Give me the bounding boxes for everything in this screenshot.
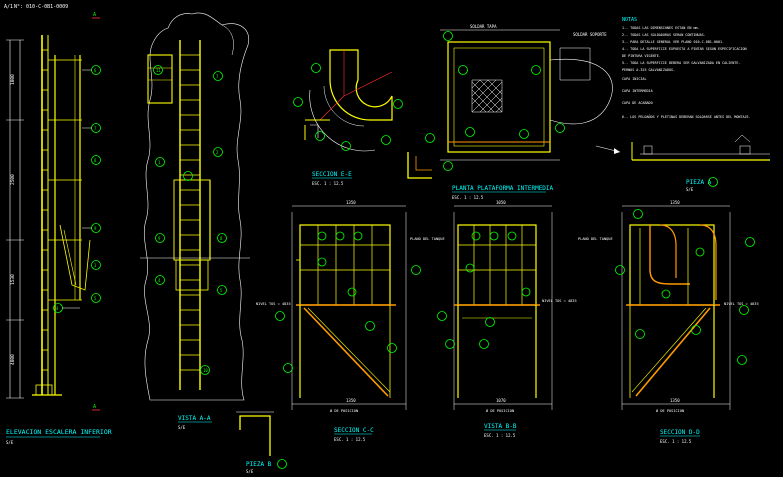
seccion-ee-title: SECCION E-E — [312, 171, 352, 178]
bb-dim-top: 1050 — [496, 200, 506, 205]
callout-e7: 5 — [94, 296, 97, 301]
pieza-a-detail: PIEZA A S/E — [595, 134, 770, 192]
vista-bb-view: 1050 NIVEL TOS = 4835 1070 Ø DE POSICION… — [437, 200, 577, 438]
seccion-dd-view: 1350 PLANO DEL TANQUE NIVEL TOS = 4835 1… — [578, 200, 759, 444]
planta-label-soporte: SOLDAR SOPORTE — [573, 32, 607, 37]
notes-block: NOTAS 1.- TODAS LAS DIMENSIONES ESTAN EN… — [622, 17, 751, 119]
section-marker-a-bottom: A — [93, 404, 96, 410]
seccion-ee-scale: ESC. 1 : 12.5 — [312, 181, 344, 186]
callout-e3: 8 — [94, 158, 97, 163]
note-line-5: DE PINTURA VIGENTE. — [622, 54, 661, 58]
callout-a9: 10 — [203, 368, 208, 373]
callout-a2: 7 — [216, 74, 219, 79]
callout-e1: 6 — [94, 68, 97, 73]
note-line-10: CAPA DE ACABADO — [622, 101, 653, 105]
cc-label-left: NIVEL TOS = 4835 — [256, 302, 291, 306]
sheet-ref: A/1 — [4, 4, 13, 10]
note-line-1: 1.- TODAS LAS DIMENSIONES ESTAN EN mm. — [622, 26, 700, 30]
drawing-id: N°: 010-C-0B1-0009 — [14, 4, 68, 10]
pieza-b-title: PIEZA B — [246, 461, 272, 468]
vista-bb-scale: ESC. 1 : 12.5 — [484, 433, 516, 438]
note-line-3: 3.- PARA DETALLE GENERAL VER PLANO 010-C… — [622, 40, 724, 44]
vista-bb-title: VISTA B-B — [484, 423, 517, 430]
elev-dim-2: 2500 — [10, 174, 16, 185]
elev-dim-1: 1000 — [10, 74, 16, 85]
elevation-title: ELEVACION ESCALERA INFERIOR — [6, 428, 112, 436]
note-line-2: 2.- TODAS LAS SOLDADURAS SERAN CONTINUAS… — [622, 33, 706, 37]
note-line-8: CAPA INICIAL — [622, 77, 647, 81]
note-line-11: 6.- LOS PELDAÑOS Y PLETINAS DEBERAN SOLD… — [622, 114, 751, 119]
dd-dim-bottom: 1350 — [670, 398, 680, 403]
cc-label-right: PLANO DEL TANQUE — [410, 237, 445, 241]
vista-aa-view: 11 7 1 2 9 8 4 5 10 VISTA A-A S/E — [140, 12, 250, 430]
note-line-7: PERNOS A-325 GALVANIZADOS. — [622, 68, 675, 72]
planta-title: PLANTA PLATAFORMA INTERMEDIA — [452, 185, 554, 192]
seccion-ee-view: SECCION E-E ESC. 1 : 12.5 — [293, 49, 403, 186]
callout-e6: 4 — [56, 306, 59, 311]
callout-a8: 5 — [220, 288, 223, 293]
dd-dim-top: 1350 — [670, 200, 680, 205]
cc-dim-bottom: 1350 — [346, 398, 356, 403]
pieza-b-detail: PIEZA B S/E — [236, 411, 287, 474]
vista-aa-title: VISTA A-A — [178, 415, 211, 422]
dd-label-bottom: Ø DE POSICION — [656, 408, 684, 413]
callout-a6: 8 — [220, 236, 223, 241]
bb-label-bottom: Ø DE POSICION — [486, 408, 514, 413]
cc-label-bottom: Ø DE POSICION — [330, 408, 358, 413]
callout-a7: 4 — [158, 278, 161, 283]
bb-dim-bottom: 1070 — [496, 398, 506, 403]
seccion-cc-scale: ESC. 1 : 12.5 — [334, 437, 366, 442]
callout-e5: 3 — [94, 263, 97, 268]
seccion-dd-title: SECCION D-D — [660, 429, 700, 436]
dd-label-left: PLANO DEL TANQUE — [578, 237, 613, 241]
drawing-header: A/1 N°: 010-C-0B1-0009 — [4, 4, 68, 10]
notes-heading: NOTAS — [622, 17, 637, 23]
pieza-b-scale: S/E — [246, 469, 254, 474]
dd-label-right: NIVEL TOS = 4835 — [724, 302, 759, 306]
callout-e2: 7 — [94, 126, 97, 131]
elev-dim-3: 1530 — [10, 274, 16, 285]
elevation-view: 1000 2500 1530 4000 — [6, 12, 112, 445]
bb-label-right: NIVEL TOS = 4835 — [542, 299, 577, 303]
planta-view: SOLDAR TAPA SOLDAR SOPORTE PLANTA PLATAF… — [407, 24, 613, 200]
callout-a3: 1 — [158, 160, 161, 165]
section-marker-a-top: A — [93, 12, 96, 18]
elevation-scale: S/E — [6, 440, 14, 445]
pieza-a-title: PIEZA A — [686, 179, 712, 186]
callout-a4: 2 — [216, 150, 219, 155]
note-line-4: 4.- TODA LA SUPERFICIE EXPUESTA A PINTAR… — [622, 47, 747, 51]
planta-scale: ESC. 1 : 12.5 — [452, 195, 484, 200]
planta-label-soldar: SOLDAR TAPA — [470, 24, 497, 29]
seccion-cc-view: 1350 NIVEL TOS = 4835 PLANO DEL TANQUE 1… — [256, 200, 445, 442]
cc-dim-top: 1350 — [346, 200, 356, 205]
callout-a1: 11 — [156, 68, 161, 73]
pieza-a-scale: S/E — [686, 187, 694, 192]
seccion-dd-scale: ESC. 1 : 12.5 — [660, 439, 692, 444]
elev-dim-4: 4000 — [10, 354, 16, 365]
callout-a5: 9 — [158, 236, 161, 241]
note-line-6: 5.- TODA LA SUPERFICIE DEBERA SER GALVAN… — [622, 61, 740, 65]
vista-aa-scale: S/E — [178, 425, 186, 430]
seccion-cc-title: SECCION C-C — [334, 427, 374, 434]
callout-e4: 9 — [94, 226, 97, 231]
note-line-9: CAPA INTERMEDIA — [622, 89, 653, 93]
